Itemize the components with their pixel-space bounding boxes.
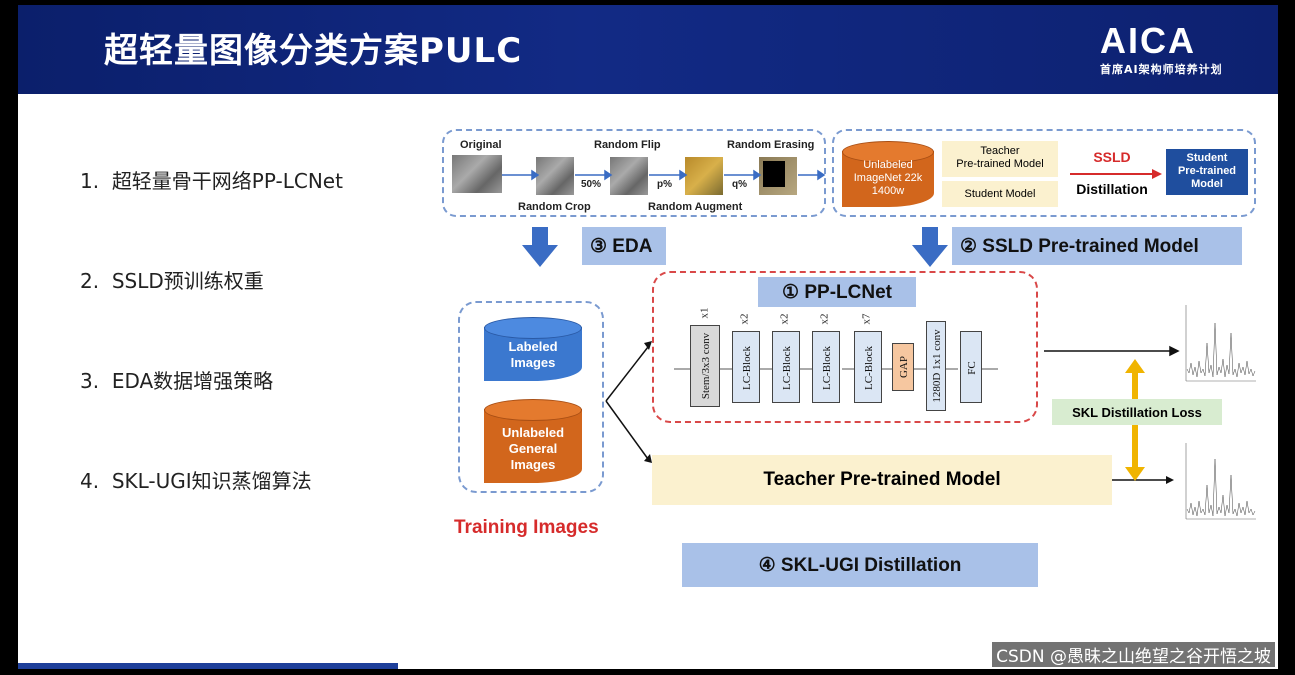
ssld-label: SSLD (1093, 149, 1131, 165)
label-random-crop: Random Crop (518, 201, 591, 213)
distillation-label: Distillation (1076, 181, 1148, 197)
teacher-pretrained-bar: Teacher Pre-trained Model (652, 455, 1112, 505)
label-random-flip: Random Flip (594, 139, 661, 151)
rep-stem: x1 (698, 307, 711, 319)
layer-gap: GAP (892, 343, 914, 391)
list-item: 1. 超轻量骨干网络PP-LCNet (80, 169, 343, 193)
pp-lcnet-box (652, 271, 1038, 423)
slide-title: 超轻量图像分类方案PULC (104, 31, 523, 71)
erasing-image (759, 157, 797, 195)
student-output-plot (1185, 305, 1256, 382)
ssld-arrow (1070, 169, 1162, 179)
layer-1280d-conv: 1280D 1x1 conv (926, 321, 946, 411)
training-images-caption: Training Images (454, 517, 599, 538)
layer-lc-block-4: LC-Block (854, 331, 882, 403)
bottom-accent-bar (18, 663, 398, 669)
label-q-pct: q% (732, 179, 747, 190)
list-item: 3. EDA数据增强策略 (80, 369, 274, 393)
crop-image (536, 157, 574, 195)
ssld-down-arrow (912, 227, 948, 267)
eda-arrows (502, 169, 826, 181)
layer-lc-block-3: LC-Block (812, 331, 840, 403)
list-item: 4. SKL-UGI知识蒸馏算法 (80, 469, 312, 493)
labeled-images-label: Labeled Images (508, 339, 558, 370)
student-pretrained-box: Student Pre-trained Model (1166, 149, 1248, 195)
csdn-watermark: CSDN @愚昧之山绝望之谷开悟之坡 (992, 642, 1275, 667)
ssld-box: Unlabeled ImageNet 22k 1400w Teacher Pre… (832, 129, 1256, 217)
flip-image (610, 157, 648, 195)
layer-stem: Stem/3x3 conv (690, 325, 720, 407)
logo-subtitle: 首席AI架构师培养计划 (1100, 63, 1223, 76)
slide: 超轻量图像分类方案PULC AICA 首席AI架构师培养计划 1. 超轻量骨干网… (18, 5, 1278, 669)
eda-pipeline-box: Original Random Flip Random Erasing 50% … (442, 129, 826, 217)
eda-label: ③ EDA (582, 227, 666, 265)
original-image (452, 155, 502, 193)
student-model-box: Student Model (942, 181, 1058, 207)
unlabeled-images-label: Unlabeled General Images (501, 425, 565, 472)
labeled-images-db: Labeled Images (484, 317, 582, 381)
training-images-box: Labeled Images Unlabeled General Images (458, 301, 604, 493)
pp-lcnet-label: ① PP-LCNet (758, 277, 916, 307)
layer-lc-block-2: LC-Block (772, 331, 800, 403)
rep-lc-block-3: x2 (818, 313, 831, 325)
unlabeled-imagenet-db: Unlabeled ImageNet 22k 1400w (842, 141, 934, 207)
label-50pct: 50% (581, 179, 602, 190)
skl-distillation-loss: SKL Distillation Loss (1052, 399, 1222, 425)
ssld-pretrained-label: ② SSLD Pre-trained Model (952, 227, 1242, 265)
label-random-erasing: Random Erasing (727, 139, 815, 151)
header-bar: 超轻量图像分类方案PULC AICA 首席AI架构师培养计划 (18, 5, 1278, 94)
unlabeled-imagenet-label: Unlabeled ImageNet 22k 1400w (853, 159, 923, 197)
rep-lc-block-4: x7 (860, 313, 873, 325)
eda-down-arrow (522, 227, 558, 267)
augment-image (685, 157, 723, 195)
list-item: 2. SSLD预训练权重 (80, 269, 264, 293)
aica-logo: AICA 首席AI架构师培养计划 (1100, 23, 1223, 77)
layer-lc-block-1: LC-Block (732, 331, 760, 403)
label-random-augment: Random Augment (648, 201, 743, 213)
fork-arrows (605, 341, 652, 463)
skl-ugi-label: ④ SKL-UGI Distillation (682, 543, 1038, 587)
unlabeled-images-db: Unlabeled General Images (484, 399, 582, 483)
teacher-output-arrow (1112, 476, 1174, 484)
label-p-pct: p% (657, 179, 672, 190)
rep-lc-block-2: x2 (778, 313, 791, 325)
logo-text: AICA (1100, 20, 1196, 61)
teacher-model-box: Teacher Pre-trained Model (942, 141, 1058, 177)
label-original: Original (460, 139, 502, 151)
rep-lc-block-1: x2 (738, 313, 751, 325)
network-arrows (674, 345, 1180, 370)
layer-fc: FC (960, 331, 982, 403)
teacher-output-plot (1185, 443, 1256, 520)
